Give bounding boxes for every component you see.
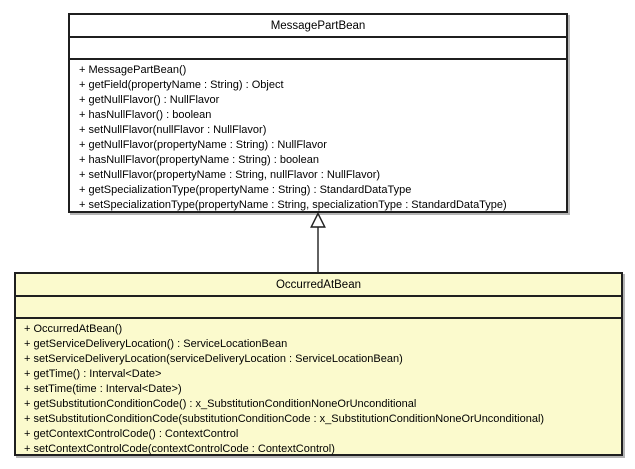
method-item: + hasNullFlavor(propertyName : String) :… [79, 154, 319, 166]
class-box-messagepartbean: MessagePartBean + MessagePartBean() + ge… [68, 13, 568, 213]
method-item: + hasNullFlavor() : boolean [79, 109, 212, 121]
generalization-arrow [310, 212, 326, 272]
methods-compartment-occurredatbean: + OccurredAtBean() + getServiceDeliveryL… [16, 319, 621, 457]
class-title-occurredatbean: OccurredAtBean [16, 274, 621, 297]
class-box-occurredatbean: OccurredAtBean + OccurredAtBean() + getS… [14, 272, 623, 456]
method-item: + MessagePartBean() [79, 64, 187, 76]
method-item: + getTime() : Interval<Date> [24, 368, 162, 380]
attributes-compartment-occurredatbean [16, 297, 621, 319]
method-item: + setSpecializationType(propertyName : S… [79, 199, 507, 211]
method-item: + getField(propertyName : String) : Obje… [79, 79, 284, 91]
method-item: + getNullFlavor(propertyName : String) :… [79, 139, 327, 151]
method-item: + setNullFlavor(propertyName : String, n… [79, 169, 381, 181]
attributes-compartment-messagepartbean [70, 38, 566, 60]
method-item: + setNullFlavor(nullFlavor : NullFlavor) [79, 124, 267, 136]
methods-compartment-messagepartbean: + MessagePartBean() + getField(propertyN… [70, 60, 566, 213]
method-item: + setServiceDeliveryLocation(serviceDeli… [24, 353, 403, 365]
method-item: + setTime(time : Interval<Date>) [24, 383, 182, 395]
inheritance-triangle-icon [310, 212, 326, 228]
method-item: + getNullFlavor() : NullFlavor [79, 94, 220, 106]
method-item: + getContextControlCode() : ContextContr… [24, 428, 239, 440]
method-item: + getServiceDeliveryLocation() : Service… [24, 338, 288, 350]
method-item: + getSpecializationType(propertyName : S… [79, 184, 412, 196]
method-item: + setContextControlCode(contextControlCo… [24, 443, 335, 455]
method-item: + setSubstitutionConditionCode(substitut… [24, 413, 545, 425]
method-item: + getSubstitutionConditionCode() : x_Sub… [24, 398, 417, 410]
class-title-messagepartbean: MessagePartBean [70, 15, 566, 38]
method-item: + OccurredAtBean() [24, 323, 123, 335]
